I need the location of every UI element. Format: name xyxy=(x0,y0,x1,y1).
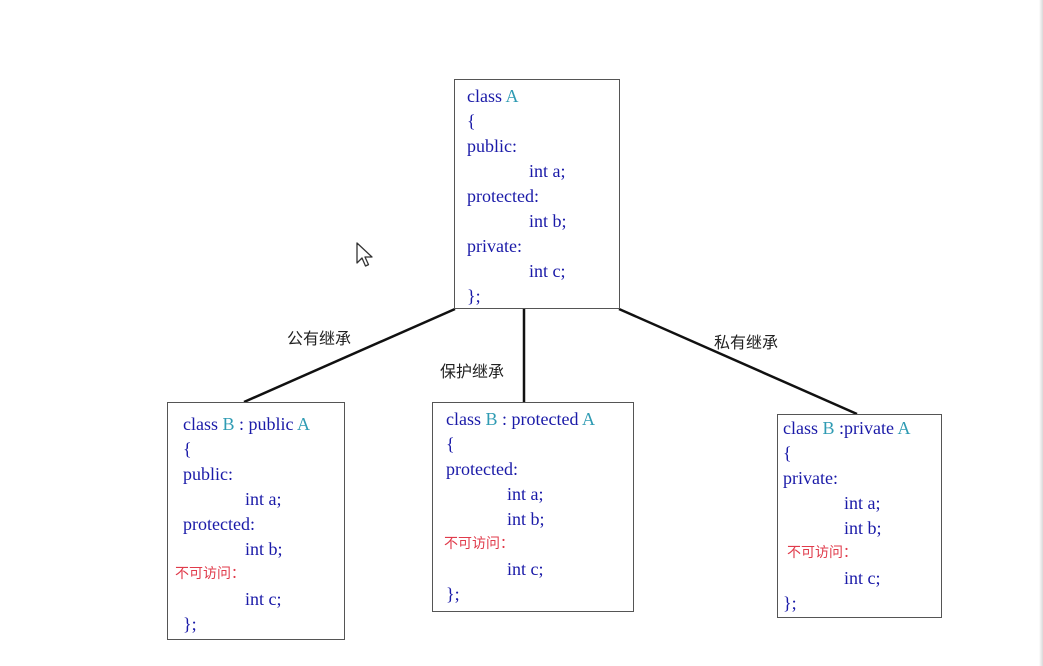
child-class-header: class B : public A xyxy=(183,412,310,436)
member-c: int c; xyxy=(529,261,566,281)
member-b: int b; xyxy=(529,211,567,231)
member-b: int b; xyxy=(507,509,545,529)
public-child-class-box: class B : public A { public: int a; prot… xyxy=(167,402,345,640)
member-a: int a; xyxy=(529,161,566,181)
member-a: int a; xyxy=(507,484,544,504)
member-b: int b; xyxy=(844,518,882,538)
member-a: int a; xyxy=(245,489,282,509)
member-c: int c; xyxy=(507,559,544,579)
class-keyword: class xyxy=(183,414,218,434)
public-inheritance-edge xyxy=(243,307,456,404)
child-class-header: class B :private A xyxy=(783,416,911,440)
base-class-name: A xyxy=(582,409,595,429)
close-brace: }; xyxy=(467,286,481,306)
close-brace: }; xyxy=(783,593,797,613)
protected-inheritance-label: 保护继承 xyxy=(440,362,505,381)
inheritance-specifier: : protected xyxy=(502,409,579,429)
member-c: int c; xyxy=(245,589,282,609)
member-a: int a; xyxy=(844,493,881,513)
inheritance-specifier: :private xyxy=(839,418,894,438)
open-brace: { xyxy=(467,111,476,131)
private-label: private: xyxy=(783,468,838,488)
class-keyword: class xyxy=(467,86,502,106)
member-b: int b; xyxy=(245,539,283,559)
class-keyword: class xyxy=(446,409,481,429)
base-class-box: class A { public: int a; protected: int … xyxy=(454,79,620,309)
protected-label: protected: xyxy=(467,186,539,206)
member-c: int c; xyxy=(844,568,881,588)
class-name: B xyxy=(485,409,498,429)
child-class-header: class B : protected A xyxy=(446,407,595,431)
inaccessible-label: 不可访问： xyxy=(787,545,857,561)
inaccessible-label: 不可访问： xyxy=(444,536,514,552)
close-brace: }; xyxy=(183,614,197,634)
base-class-name: A xyxy=(897,418,911,438)
class-name: B xyxy=(222,414,235,434)
public-label: public: xyxy=(467,136,517,156)
open-brace: { xyxy=(446,434,455,454)
base-class-header: class A xyxy=(467,84,519,108)
class-keyword: class xyxy=(783,418,818,438)
public-inheritance-label: 公有继承 xyxy=(287,329,352,348)
mouse-cursor-icon xyxy=(356,242,373,267)
base-class-name: A xyxy=(297,414,311,434)
close-brace: }; xyxy=(446,584,460,604)
inheritance-specifier: : public xyxy=(239,414,294,434)
protected-label: protected: xyxy=(183,514,255,534)
protected-label: protected: xyxy=(446,459,518,479)
window-edge-shadow xyxy=(1039,0,1043,666)
private-label: private: xyxy=(467,236,522,256)
private-inheritance-edge xyxy=(618,307,858,416)
protected-child-class-box: class B : protected A { protected: int a… xyxy=(432,402,634,612)
private-child-class-box: class B :private A { private: int a; int… xyxy=(777,414,942,618)
open-brace: { xyxy=(183,439,192,459)
public-label: public: xyxy=(183,464,233,484)
class-name: B xyxy=(822,418,835,438)
private-inheritance-label: 私有继承 xyxy=(714,333,779,352)
inaccessible-label: 不可访问： xyxy=(175,566,245,582)
class-name: A xyxy=(505,86,519,106)
open-brace: { xyxy=(783,443,792,463)
